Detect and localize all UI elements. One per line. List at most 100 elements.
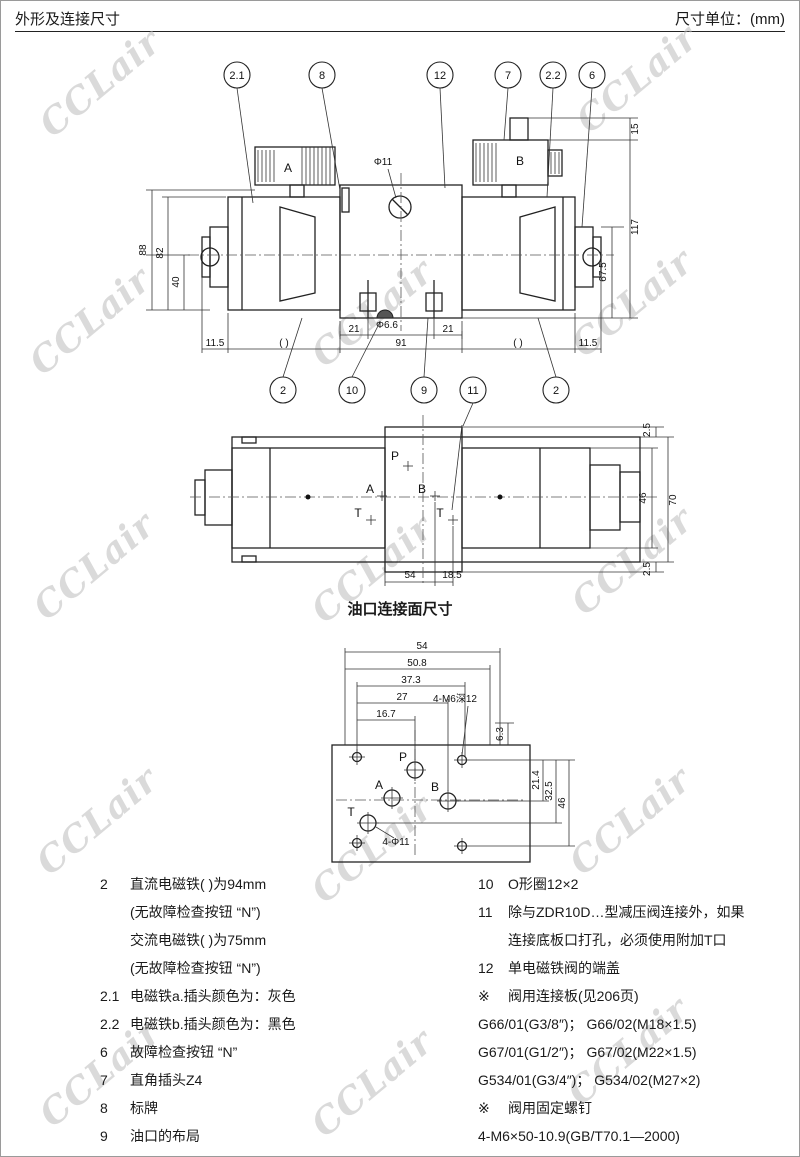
note-num: 2.2 — [100, 1016, 120, 1032]
callout-8: 8 — [319, 70, 325, 82]
front-view-drawing: A B 2.1 8 12 7 2.2 6 2 10 9 — [138, 61, 641, 427]
callout-12: 12 — [434, 70, 446, 82]
note-row: 7 直角插头Z4 — [100, 1066, 400, 1094]
note-text: G534/01(G3/4″)； G534/02(M27×2) — [478, 1072, 701, 1088]
dim-37-3: 37.3 — [401, 675, 421, 686]
note-row: G534/01(G3/4″)； G534/02(M27×2) — [478, 1066, 790, 1094]
port-a-label: A — [366, 482, 374, 496]
note-row: G66/01(G3/8″)； G66/02(M18×1.5) — [478, 1010, 790, 1038]
mount-port-a: A — [375, 778, 383, 792]
mount-holes: P A B T — [347, 749, 470, 854]
note-num — [100, 954, 130, 982]
note-text: 标牌 — [130, 1100, 158, 1116]
dim-phi-11: Φ11 — [374, 157, 393, 168]
dims-left: 88 82 40 — [138, 189, 255, 311]
dim-54-mount: 54 — [416, 641, 428, 652]
section-title: 油口连接面尺寸 — [347, 601, 453, 618]
port-t1-label: T — [354, 506, 362, 520]
note-row: 连接底板口打孔，必须使用附加T口 — [478, 926, 790, 954]
note-text: 直角插头Z4 — [130, 1072, 203, 1088]
plug-a-label: A — [284, 161, 292, 175]
callout-11-leader — [451, 424, 463, 511]
mount-label-m6-group: 4-M6深12 6.3 — [433, 693, 514, 756]
port-b-label: B — [418, 482, 426, 496]
header-units: 尺寸单位：(mm) — [675, 11, 785, 28]
mount-dims-right: 21.4 32.5 46 — [376, 759, 575, 847]
note-row: ※阀用连接板(见206页) — [478, 982, 790, 1010]
dim-117: 117 — [630, 219, 641, 235]
mount-port-t: T — [347, 805, 355, 819]
page-header: 外形及连接尺寸 尺寸单位：(mm) — [15, 8, 785, 29]
dim-2-5-top: 2.5 — [642, 423, 653, 437]
dim-11-5-right: 11.5 — [579, 338, 598, 349]
label-4-phi11: 4-Φ11 — [382, 837, 410, 848]
note-num: 9 — [100, 1128, 108, 1144]
note-text: (无故障检查按钮 “N”) — [130, 960, 261, 976]
note-num: ※ — [478, 1100, 490, 1116]
dim-15: 15 — [630, 123, 641, 135]
callout-2-left: 2 — [280, 385, 286, 397]
dim-46: 46 — [638, 492, 649, 504]
valve-body-front — [188, 173, 614, 331]
dim-54: 54 — [404, 570, 416, 581]
dims-bottom: Φ6.6 21 21 11.5 ( ) 91 ( ) 11.5 — [201, 277, 602, 353]
dim-11-5-left: 11.5 — [206, 338, 225, 349]
note-num: 6 — [100, 1044, 108, 1060]
mount-port-b: B — [431, 780, 439, 794]
dims-right: 15 117 67.5 — [462, 117, 641, 319]
mount-dims-top: 54 50.8 37.3 27 16.7 — [344, 641, 501, 791]
dim-50-8: 50.8 — [407, 658, 427, 669]
dim-82: 82 — [155, 247, 166, 259]
callout-7: 7 — [505, 70, 511, 82]
note-row: (无故障检查按钮 “N”) — [100, 898, 400, 926]
top-view-drawing: P A B T T 54 18.5 46 70 2.5 2.5 — [190, 415, 679, 586]
mount-face-drawing: P A B T 54 50.8 37.3 27 16.7 4-M6深12 6.3 — [331, 641, 575, 863]
dim-40: 40 — [171, 276, 182, 288]
note-row: (无故障检查按钮 “N”) — [100, 954, 400, 982]
oring-notch — [376, 309, 394, 319]
note-row: 交流电磁铁( )为75mm — [100, 926, 400, 954]
ports-top-view: P A B T T — [354, 449, 458, 525]
dim-88: 88 — [138, 244, 149, 256]
dim-91: 91 — [395, 338, 407, 349]
note-row: 9 油口的布局 — [100, 1122, 400, 1150]
header-title: 外形及连接尺寸 — [15, 11, 121, 28]
note-text: G67/01(G1/2″)； G67/02(M22×1.5) — [478, 1044, 697, 1060]
note-text: 油口的布局 — [130, 1128, 200, 1144]
note-num: 2 — [100, 876, 108, 892]
dim-18-5: 18.5 — [442, 570, 462, 581]
dim-67-5: 67.5 — [598, 262, 609, 282]
note-num: 7 — [100, 1072, 108, 1088]
plug-a: A — [254, 146, 336, 198]
dim-paren-right: ( ) — [513, 338, 522, 349]
dim-2-5-bottom: 2.5 — [642, 562, 653, 576]
port-p-label: P — [391, 449, 399, 463]
plug-b: B — [472, 117, 563, 198]
dim-6-3: 6.3 — [495, 727, 506, 741]
dim-32-5: 32.5 — [544, 781, 555, 801]
note-text: (无故障检查按钮 “N”) — [130, 904, 261, 920]
note-text: 电磁铁a.插头颜色为：灰色 — [130, 988, 296, 1004]
dim-phi-6-6: Φ6.6 — [376, 320, 398, 331]
dim-27: 27 — [396, 692, 408, 703]
watermark: CCLair — [28, 758, 167, 884]
note-row: ※ 阀用固定螺钉 — [478, 1094, 790, 1122]
dims-right-top-view: 46 70 2.5 2.5 — [462, 423, 679, 576]
header-rule — [15, 31, 785, 32]
note-num: 2.1 — [100, 988, 120, 1004]
mount-label-phi11-group: 4-Φ11 — [375, 826, 410, 848]
dim-phi11-group: Φ11 — [374, 157, 397, 199]
note-num — [100, 898, 130, 926]
label-4-m6: 4-M6深12 — [433, 693, 477, 705]
note-text: 阀用固定螺钉 — [508, 1100, 592, 1116]
note-text: G66/01(G3/8″)； G66/02(M18×1.5) — [478, 1016, 697, 1032]
note-row: 4-M6×50-10.9(GB/T70.1—2000) — [478, 1122, 790, 1150]
note-row: G67/01(G1/2″)； G67/02(M22×1.5) — [478, 1038, 790, 1066]
dim-46-mount: 46 — [557, 797, 568, 809]
